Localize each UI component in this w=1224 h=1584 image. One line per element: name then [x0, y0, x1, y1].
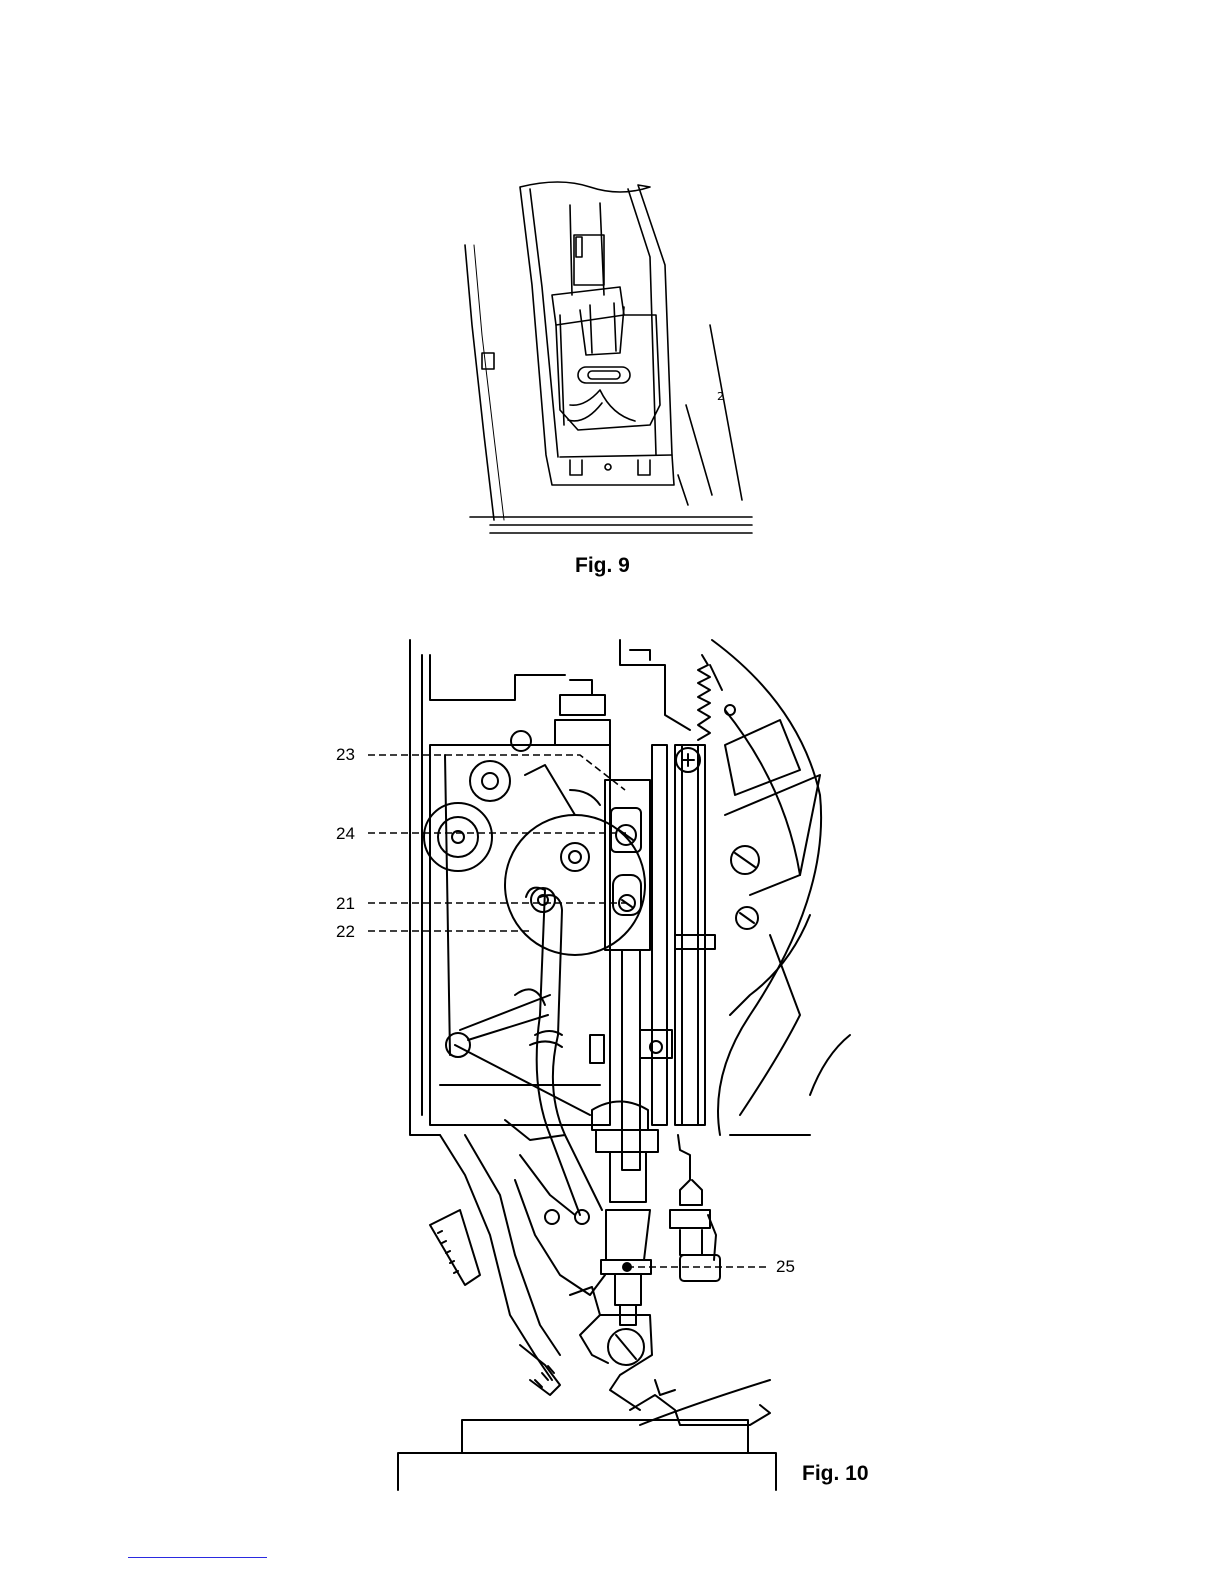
callout-25: 25: [776, 1257, 795, 1277]
callout-21: 21: [336, 894, 355, 914]
fig9-caption: Fig. 9: [575, 554, 630, 578]
footnote-separator: [128, 1557, 267, 1558]
fig10-caption: Fig. 10: [802, 1462, 869, 1486]
fig9-presser-foot-drawing: 2: [460, 175, 760, 540]
fig9-label-2: 2: [717, 390, 724, 403]
callout-23: 23: [336, 745, 355, 765]
callout-24: 24: [336, 824, 355, 844]
callout-22: 22: [336, 922, 355, 942]
fig10-needle-bar-mechanism-drawing: [330, 635, 910, 1495]
